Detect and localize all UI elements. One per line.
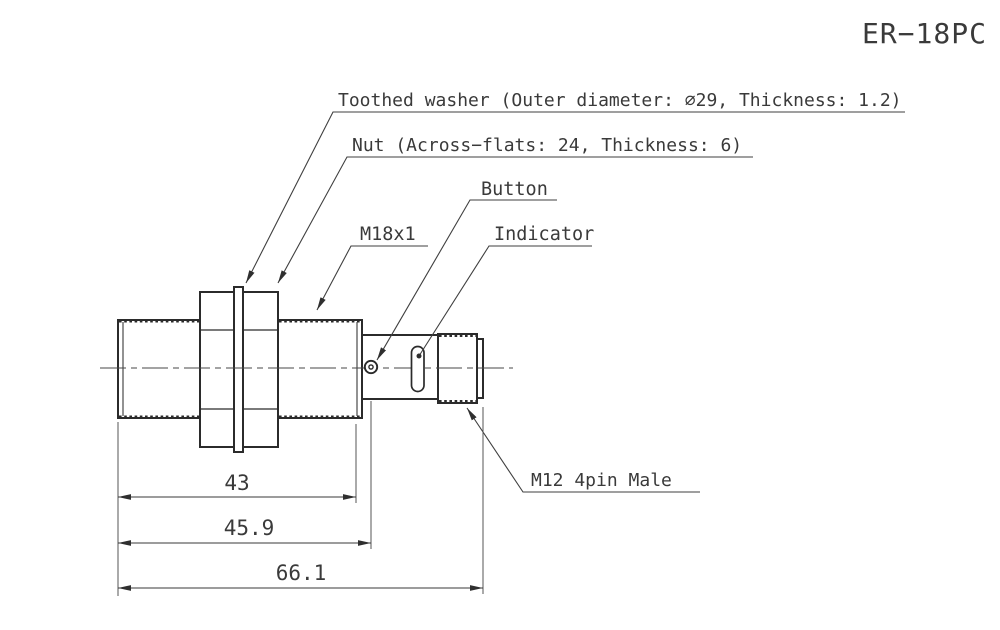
dim-text-66-1: 66.1	[276, 561, 327, 585]
leader-nut	[277, 156, 753, 284]
m18-thread-section	[277, 319, 363, 419]
dim-text-45-9: 45.9	[224, 516, 275, 540]
leader-indicator	[418, 245, 592, 357]
dimensions-group: 43 45.9 66.1	[117, 401, 484, 596]
leader-lines-group	[245, 111, 905, 493]
label-toothed-washer: Toothed washer (Outer diameter: ∅29, Thi…	[338, 90, 902, 111]
features-group	[363, 345, 425, 393]
leader-m12	[466, 407, 700, 493]
leader-button	[376, 199, 557, 361]
leader-indicator-dot	[416, 353, 422, 359]
label-m18: M18x1	[360, 224, 416, 245]
label-nut: Nut (Across−flats: 24, Thickness: 6)	[352, 135, 742, 156]
nut-left-block	[199, 291, 235, 448]
sensor-body-group	[117, 286, 484, 453]
label-indicator: Indicator	[494, 224, 594, 245]
labels-group: Toothed washer (Outer diameter: ∅29, Thi…	[338, 90, 902, 491]
leader-toothed-washer	[245, 111, 905, 284]
label-m12-connector: M12 4pin Male	[531, 470, 672, 491]
label-button: Button	[481, 179, 548, 200]
dim-text-43: 43	[224, 471, 249, 495]
front-thread-barrel	[117, 319, 201, 419]
toothed-washer	[233, 286, 244, 453]
indicator-window	[410, 345, 425, 393]
model-title: ER−18PC	[862, 17, 987, 50]
teach-button-center	[368, 364, 374, 370]
nut-right-block	[242, 291, 279, 448]
leader-m18	[316, 245, 428, 311]
